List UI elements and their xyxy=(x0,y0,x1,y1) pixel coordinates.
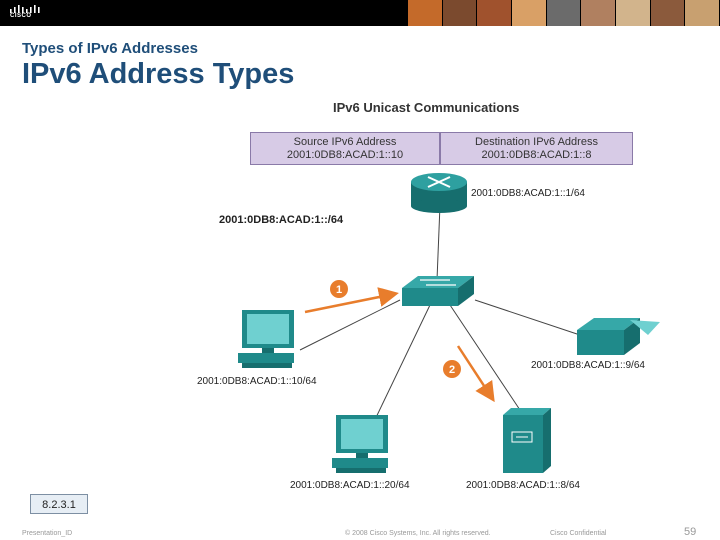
step2-arrow xyxy=(456,345,495,403)
slide-subtitle: Types of IPv6 Addresses xyxy=(22,40,198,57)
pc2-address-label: 2001:0DB8:ACAD:1::20/64 xyxy=(290,480,410,491)
switch-icon xyxy=(402,276,474,306)
diagram-title: IPv6 Unicast Communications xyxy=(333,100,520,115)
link-switch-server xyxy=(449,304,521,411)
pc1-address-label: 2001:0DB8:ACAD:1::10/64 xyxy=(197,376,317,387)
step2-number: 2 xyxy=(449,364,455,376)
footer-copyright: © 2008 Cisco Systems, Inc. All rights re… xyxy=(345,530,491,537)
router-icon xyxy=(411,173,467,213)
network-prefix-label: 2001:0DB8:ACAD:1::/64 xyxy=(219,214,344,226)
link-router-switch xyxy=(436,204,441,281)
router-address-label: 2001:0DB8:ACAD:1::1/64 xyxy=(471,188,585,199)
step1-arrow xyxy=(304,287,399,314)
link-switch-pc2 xyxy=(369,304,431,431)
pc2-icon xyxy=(332,415,388,473)
printer-address-label: 2001:0DB8:ACAD:1::9/64 xyxy=(531,360,645,371)
destination-address-cell: Destination IPv6 Address 2001:0DB8:ACAD:… xyxy=(440,132,633,165)
step1-number: 1 xyxy=(336,284,342,296)
footer-confidential: Cisco Confidential xyxy=(550,530,607,537)
source-address-header: Source IPv6 Address xyxy=(293,136,397,148)
network-links xyxy=(299,204,581,431)
section-badge: 8.2.3.1 xyxy=(30,494,88,514)
photo-strip xyxy=(408,0,720,26)
step1-badge xyxy=(330,280,348,298)
printer-icon xyxy=(577,318,660,355)
source-address-value: 2001:0DB8:ACAD:1::10 xyxy=(286,149,404,161)
top-banner: CISCO xyxy=(0,0,720,26)
server-address-label: 2001:0DB8:ACAD:1::8/64 xyxy=(466,480,580,491)
link-switch-pc1 xyxy=(299,299,401,351)
destination-address-header: Destination IPv6 Address xyxy=(475,136,598,148)
source-address-cell: Source IPv6 Address 2001:0DB8:ACAD:1::10 xyxy=(250,132,440,165)
cisco-logo-text: CISCO xyxy=(10,13,32,19)
step2-badge xyxy=(443,360,461,378)
footer-presentation-id: Presentation_ID xyxy=(22,530,73,537)
link-switch-printer xyxy=(474,299,581,336)
pc1-icon xyxy=(238,310,294,368)
slide-title: IPv6 Address Types xyxy=(22,58,295,90)
page-number: 59 xyxy=(684,526,697,538)
destination-address-value: 2001:0DB8:ACAD:1::8 xyxy=(481,149,592,161)
server-icon xyxy=(503,408,551,473)
cisco-logo-icon xyxy=(10,5,40,13)
